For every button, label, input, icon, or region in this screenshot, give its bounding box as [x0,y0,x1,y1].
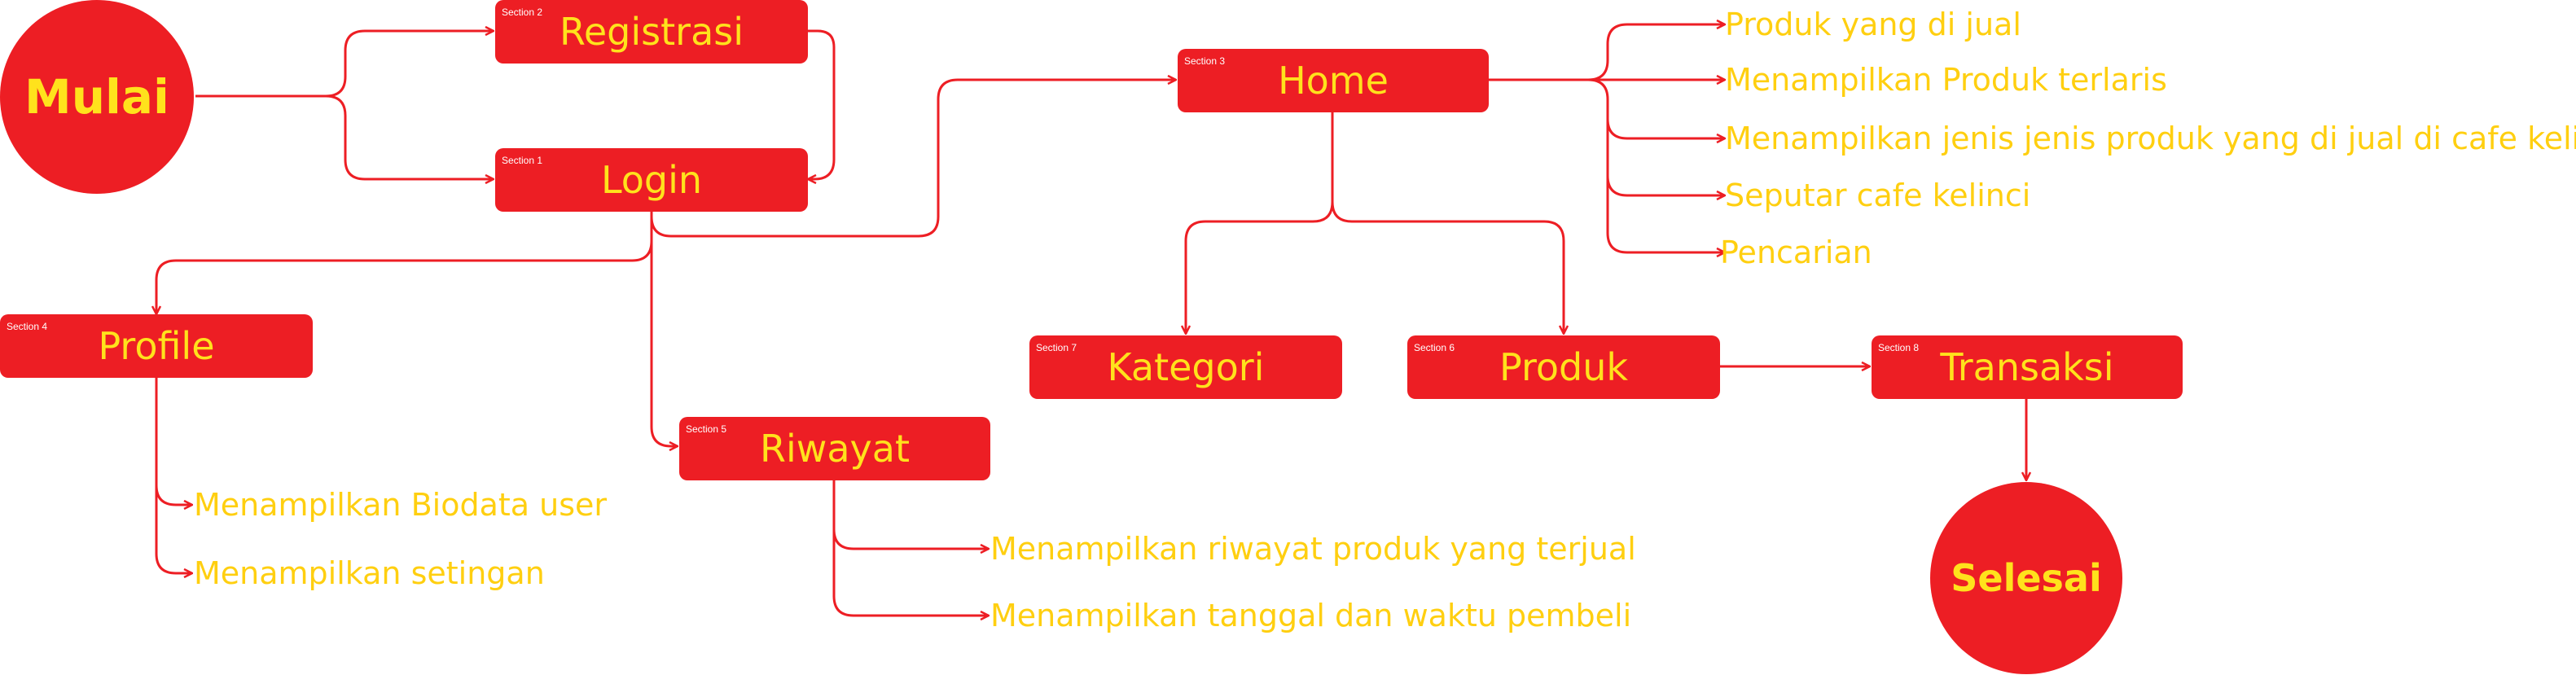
start-node: Mulai [0,0,194,194]
section-number: Section 5 [686,423,727,435]
arrow-registrasi-login [808,29,836,179]
arrow-home-item-4 [1606,119,1725,195]
node-title: Transaksi [1940,345,2114,389]
arrow-login-riwayat [650,236,678,446]
section-number: Section 8 [1878,342,1920,353]
arrow-mulai-login [325,94,494,179]
arrow-profile-item-2 [155,485,192,573]
home-item-label: Pencarian [1720,234,1872,270]
section-number: Section 4 [7,321,48,332]
end-label: Selesai [1951,556,2102,600]
node-title: Login [600,158,703,202]
node-title: Riwayat [760,427,910,471]
node-home[interactable]: Section 3 Home [1178,49,1489,112]
node-kategori[interactable]: Section 7 Kategori [1029,335,1342,399]
node-title: Produk [1499,345,1628,389]
arrow-profile-item-1 [155,378,192,505]
node-title: Registrasi [559,10,744,54]
arrow-home-item-1 [1489,24,1725,81]
node-login[interactable]: Section 1 Login [495,148,808,212]
arrow-home-item-5 [1606,176,1725,252]
node-title: Profile [98,324,215,368]
riwayat-item-label: Menampilkan riwayat produk yang terjual [990,531,1636,567]
home-item-label: Seputar cafe kelinci [1725,178,2031,213]
node-produk[interactable]: Section 6 Produk [1407,335,1720,399]
arrow-mulai-registrasi [195,31,494,98]
node-title: Kategori [1107,345,1265,389]
arrow-login-home [650,80,1176,238]
section-number: Section 6 [1414,342,1455,353]
section-number: Section 2 [502,7,543,18]
node-registrasi[interactable]: Section 2 Registrasi [495,0,808,64]
home-item-label: Produk yang di jual [1725,7,2021,42]
home-item-label: Menampilkan Produk terlaris [1725,62,2167,98]
profile-item-label: Menampilkan setingan [194,555,545,591]
home-item-label: Menampilkan jenis jenis produk yang di j… [1725,121,2576,156]
section-number: Section 1 [502,155,543,166]
node-title: Home [1278,59,1389,103]
start-label: Mulai [24,69,169,125]
arrow-riwayat-item-2 [832,529,989,616]
profile-item-label: Menampilkan Biodata user [194,487,608,523]
end-node: Selesai [1930,482,2122,674]
arrow-home-produk [1331,201,1564,334]
arrow-riwayat-item-1 [832,480,989,549]
arrow-home-kategori [1186,112,1334,334]
riwayat-item-label: Menampilkan tanggal dan waktu pembeli [990,598,1632,633]
arrow-login-profile [156,212,653,314]
node-transaksi[interactable]: Section 8 Transaksi [1872,335,2183,399]
node-profile[interactable]: Section 4 Profile [0,314,313,378]
section-number: Section 3 [1184,55,1226,67]
section-number: Section 7 [1036,342,1077,353]
node-riwayat[interactable]: Section 5 Riwayat [679,417,990,480]
